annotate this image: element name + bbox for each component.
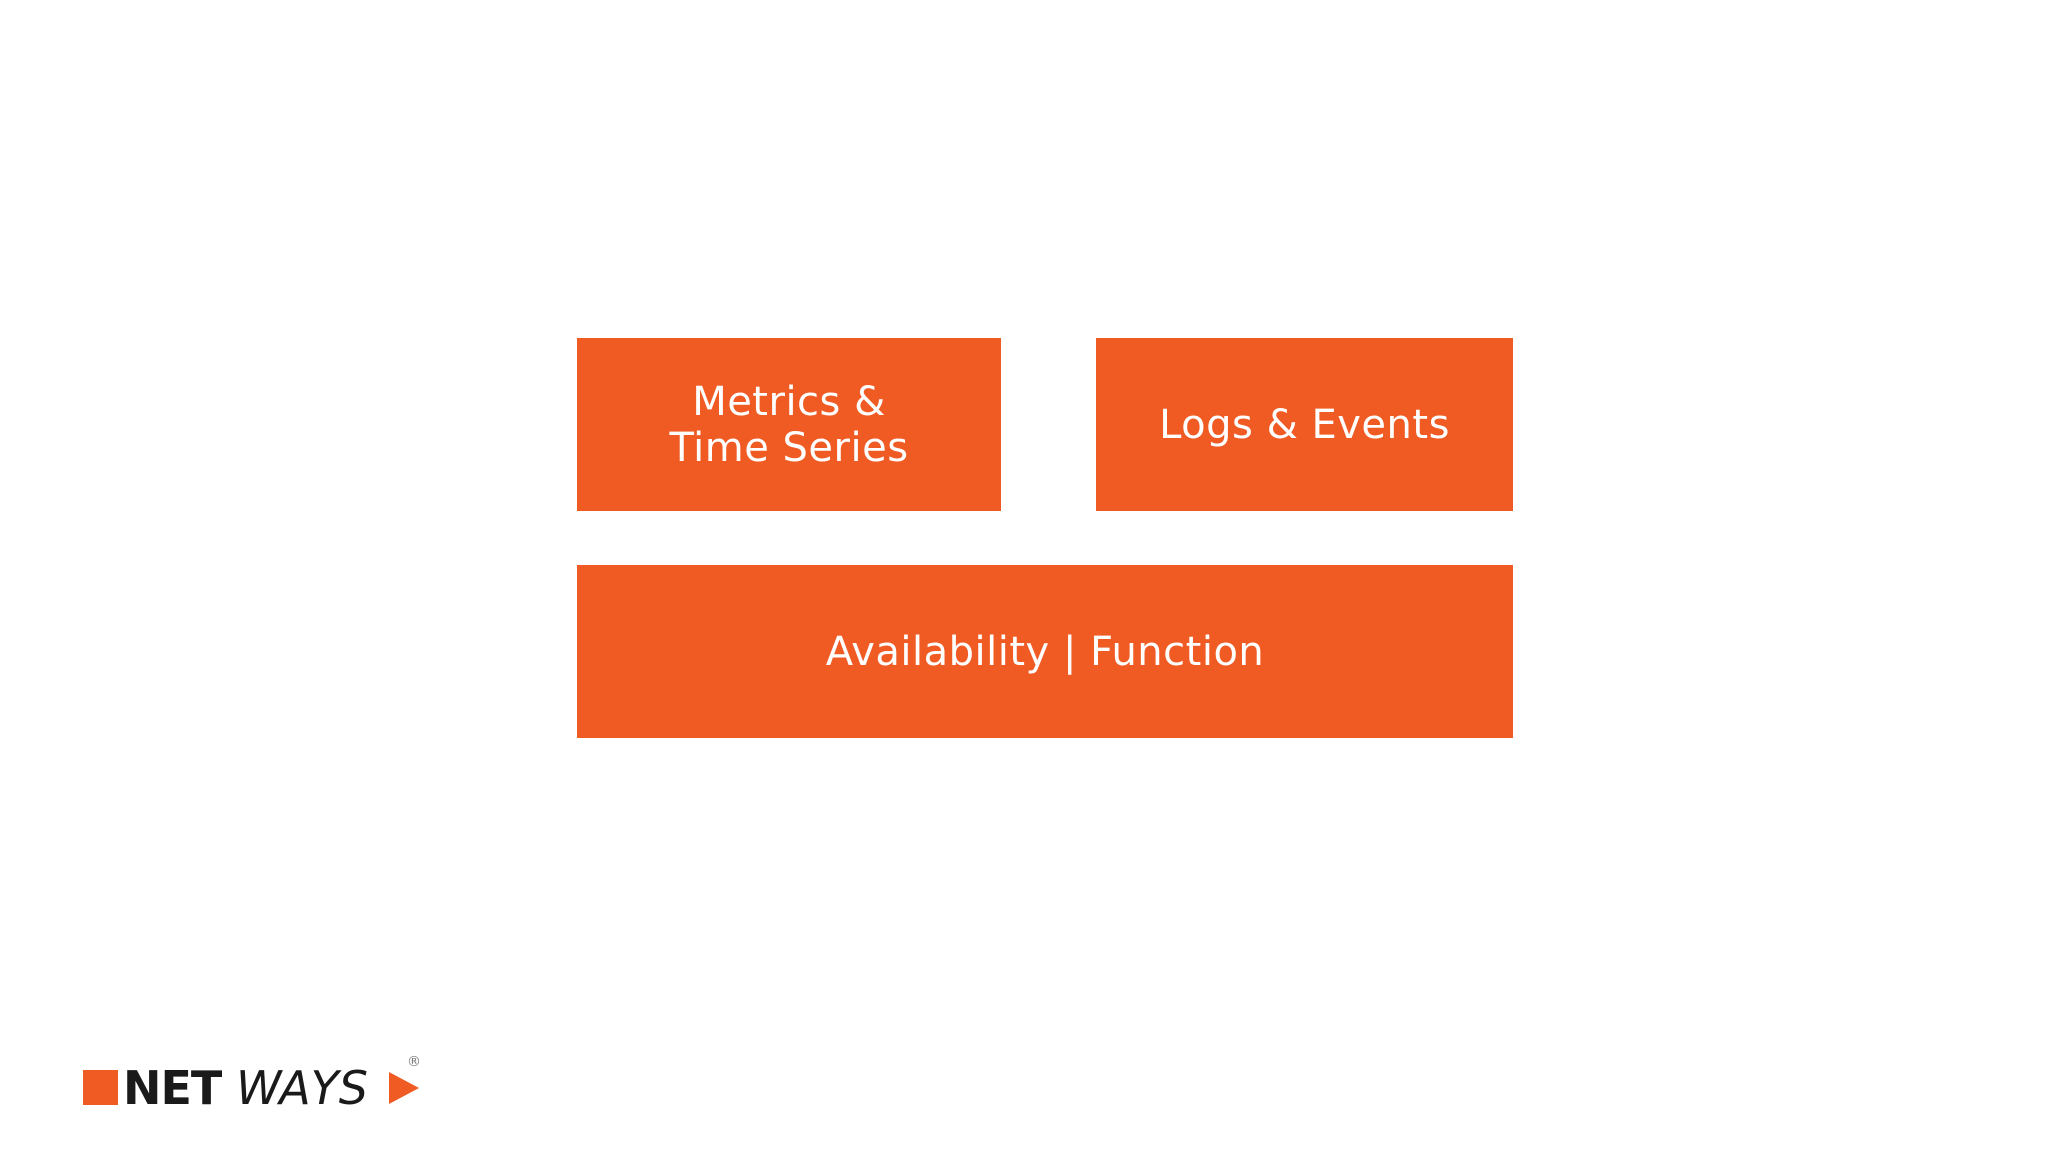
logo-square-icon bbox=[83, 1070, 118, 1105]
logo-net-text: NET bbox=[123, 1061, 222, 1115]
registered-mark: ® bbox=[407, 1054, 421, 1070]
metrics-time-series-box: Metrics & Time Series bbox=[577, 338, 1001, 511]
logo-ways-text: WAYS bbox=[236, 1061, 368, 1115]
logo-play-arrow-icon bbox=[389, 1072, 419, 1104]
netways-logo: NET WAYS ® bbox=[80, 1054, 440, 1118]
availability-function-box: Availability | Function bbox=[577, 565, 1513, 738]
logs-events-box: Logs & Events bbox=[1096, 338, 1513, 511]
logs-events-label: Logs & Events bbox=[1159, 401, 1450, 448]
availability-function-label: Availability | Function bbox=[825, 628, 1265, 675]
metrics-time-series-label: Metrics & Time Series bbox=[669, 378, 909, 471]
